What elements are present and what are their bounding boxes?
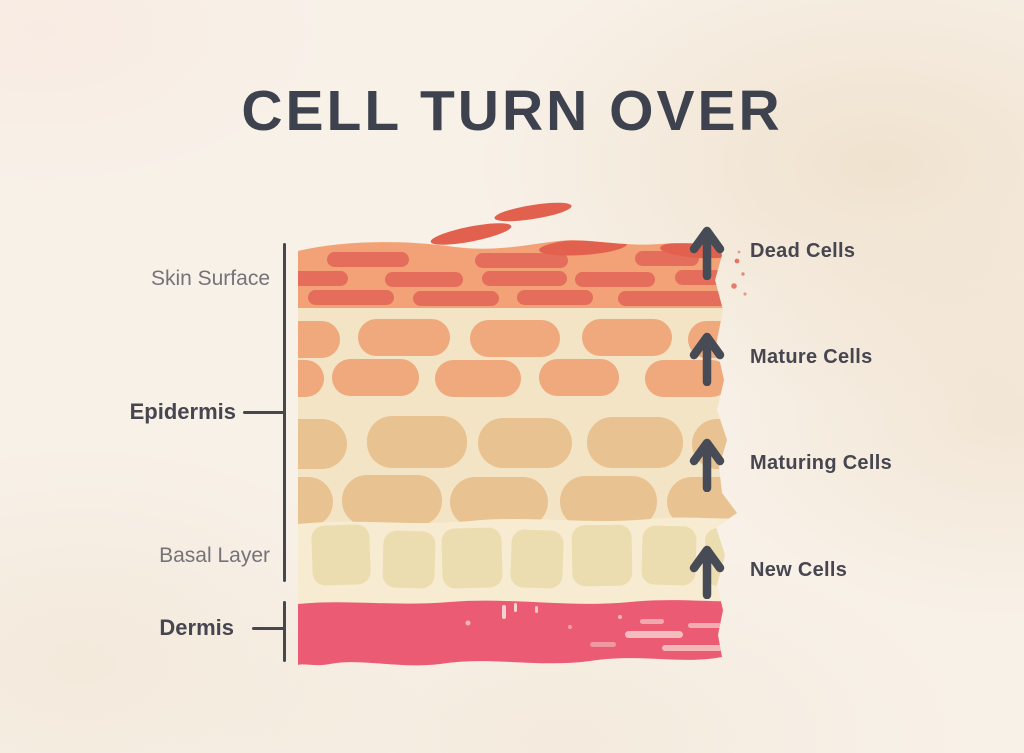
epidermis-bracket-line — [283, 243, 286, 582]
dermis-layer — [298, 600, 737, 666]
dermis-texture — [465, 603, 732, 651]
annotation-label: Maturing Cells — [750, 451, 892, 474]
new-cell-row — [311, 524, 737, 589]
arrow-up-icon — [689, 545, 725, 599]
label-dermis: Dermis — [159, 615, 234, 640]
annotation-maturing-cells: Maturing Cells — [688, 434, 892, 492]
page-title: CELL TURN OVER — [241, 79, 783, 143]
dermis-tick-line — [252, 627, 285, 630]
arrow-up-icon — [689, 438, 725, 492]
arrow-up-icon — [689, 332, 725, 386]
dermis-bracket-line — [283, 601, 286, 662]
skin-cross-section-illustration — [298, 202, 747, 666]
label-basal-layer: Basal Layer — [159, 544, 270, 567]
label-epidermis: Epidermis — [129, 399, 236, 424]
dead-cell-row — [298, 251, 737, 306]
annotation-label: New Cells — [750, 558, 848, 581]
annotation-label: Dead Cells — [750, 239, 856, 262]
label-skin-surface: Skin Surface — [150, 267, 270, 290]
annotation-dead-cells: Dead Cells — [688, 222, 855, 280]
mature-cell-rows — [298, 319, 737, 397]
annotation-new-cells: New Cells — [688, 541, 847, 599]
dead-cell-flakes — [430, 202, 572, 245]
annotation-mature-cells: Mature Cells — [688, 328, 873, 386]
epidermis-tick-line — [243, 411, 284, 414]
speckle-dots — [731, 250, 747, 296]
annotation-label: Mature Cells — [750, 345, 873, 368]
arrow-up-icon — [689, 226, 725, 280]
